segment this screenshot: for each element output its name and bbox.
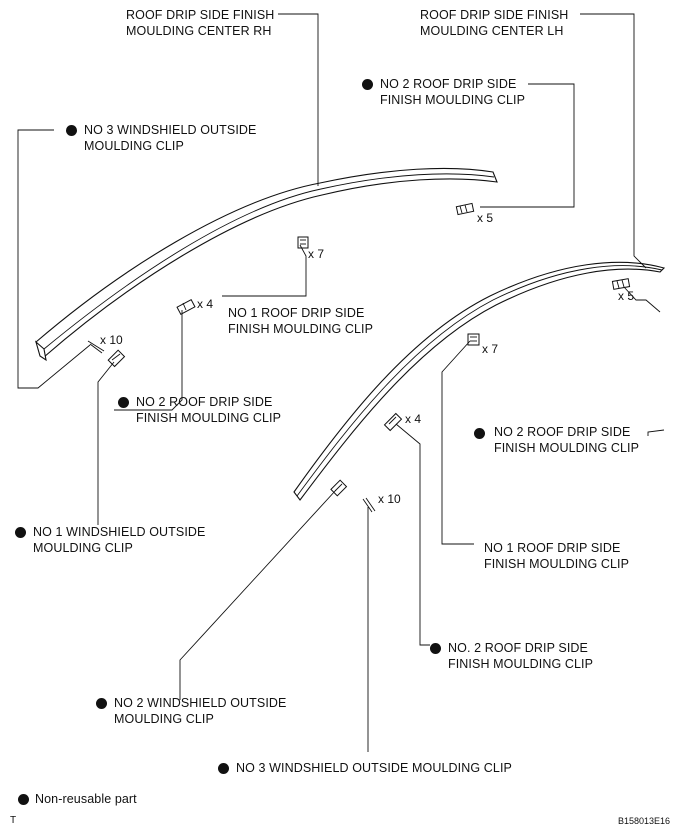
qty-no2-clip-top: x 5 [477,211,494,225]
figure-code: B158013E16 [618,816,671,826]
non-reusable-bullet-icon [430,643,441,654]
label-center-lh: ROOF DRIP SIDE FINISH MOULDING CENTER LH [420,7,568,39]
label-no2-clip-left-line1: NO 2 ROOF DRIP SIDE [136,395,273,409]
label-no2-clip-top: NO 2 ROOF DRIP SIDE FINISH MOULDING CLIP [380,76,525,108]
label-center-lh-line2: MOULDING CENTER LH [420,24,564,38]
clip-no3-ws-bottom [362,497,376,513]
label-no3-ws-top-line2: MOULDING CLIP [84,139,184,153]
label-center-rh-line2: MOULDING CENTER RH [126,24,272,38]
label-no1-clip-right: NO 1 ROOF DRIP SIDE FINISH MOULDING CLIP [484,540,629,572]
qty-no1-clip-right: x 7 [482,342,499,356]
non-reusable-bullet-icon [474,428,485,439]
label-no2-clip-left-line2: FINISH MOULDING CLIP [136,411,282,425]
non-reusable-bullet-icon [362,79,373,90]
qty-no2-clip-right: x 5 [618,289,635,303]
qty-no3-ws-left: x 10 [100,333,123,347]
label-center-rh-line1: ROOF DRIP SIDE FINISH [126,8,275,22]
moulding-center-lh [293,261,666,501]
label-no1-ws-left-line2: MOULDING CLIP [33,541,133,555]
qty-no3-ws-bottom: x 10 [378,492,401,506]
label-no1-ws-left: NO 1 WINDSHIELD OUTSIDE MOULDING CLIP [33,524,205,556]
label-no1-clip-mid-line2: FINISH MOULDING CLIP [228,322,374,336]
moulding-center-rh [34,167,498,362]
clip-no2-left [176,299,196,315]
label-no2-clip-right-line1: NO 2 ROOF DRIP SIDE [494,425,631,439]
label-no1-clip-mid: NO 1 ROOF DRIP SIDE FINISH MOULDING CLIP [228,305,373,337]
clip-no1-right [467,333,480,346]
non-reusable-bullet-icon [118,397,129,408]
clip-no1-ws-left [107,349,126,368]
non-reusable-bullet-icon [218,763,229,774]
non-reusable-bullet-icon [96,698,107,709]
label-no1-clip-right-line2: FINISH MOULDING CLIP [484,557,630,571]
label-no2-ws: NO 2 WINDSHIELD OUTSIDE MOULDING CLIP [114,695,286,727]
label-no3-ws-top-line1: NO 3 WINDSHIELD OUTSIDE [84,123,257,137]
label-no2-ws-line1: NO 2 WINDSHIELD OUTSIDE [114,696,287,710]
label-no2-clip-top-line1: NO 2 ROOF DRIP SIDE [380,77,517,91]
leader-lines [17,13,665,752]
label-no3-ws-top: NO 3 WINDSHIELD OUTSIDE MOULDING CLIP [84,122,256,154]
corner-mark: T [10,815,17,826]
non-reusable-bullet-icon [15,527,26,538]
label-no2-clip-top-line2: FINISH MOULDING CLIP [380,93,526,107]
label-no2-ws-line2: MOULDING CLIP [114,712,214,726]
label-no2-clip-left: NO 2 ROOF DRIP SIDE FINISH MOULDING CLIP [136,394,281,426]
label-no2-clip-right: NO 2 ROOF DRIP SIDE FINISH MOULDING CLIP [494,424,639,456]
label-center-lh-line1: ROOF DRIP SIDE FINISH [420,8,569,22]
clip-no3-ws-left [87,340,105,354]
label-no1-clip-mid-line1: NO 1 ROOF DRIP SIDE [228,306,365,320]
label-no3-ws-bottom: NO 3 WINDSHIELD OUTSIDE MOULDING CLIP [236,761,512,775]
label-no1-ws-left-line1: NO 1 WINDSHIELD OUTSIDE [33,525,206,539]
qty-no1-clip-mid: x 7 [308,247,325,261]
clip-no1-mid [297,236,309,249]
legend-bullet-icon [18,794,29,805]
legend-text: Non-reusable part [35,792,137,806]
label-no2-clip-lower-line1: NO. 2 ROOF DRIP SIDE [448,641,588,655]
clip-no2-right-top [611,278,631,290]
label-no2-clip-lower-line2: FINISH MOULDING CLIP [448,657,594,671]
qty-no2-clip-right-lower: x 4 [405,412,422,426]
label-center-rh: ROOF DRIP SIDE FINISH MOULDING CENTER RH [126,7,274,39]
clip-no2-right-lower [383,412,403,432]
non-reusable-bullet-icon [66,125,77,136]
clip-no2-top [455,202,475,216]
qty-no2-clip-left: x 4 [197,297,214,311]
label-no2-clip-right-line2: FINISH MOULDING CLIP [494,441,640,455]
label-no2-clip-lower: NO. 2 ROOF DRIP SIDE FINISH MOULDING CLI… [448,640,593,672]
label-no1-clip-right-line1: NO 1 ROOF DRIP SIDE [484,541,621,555]
